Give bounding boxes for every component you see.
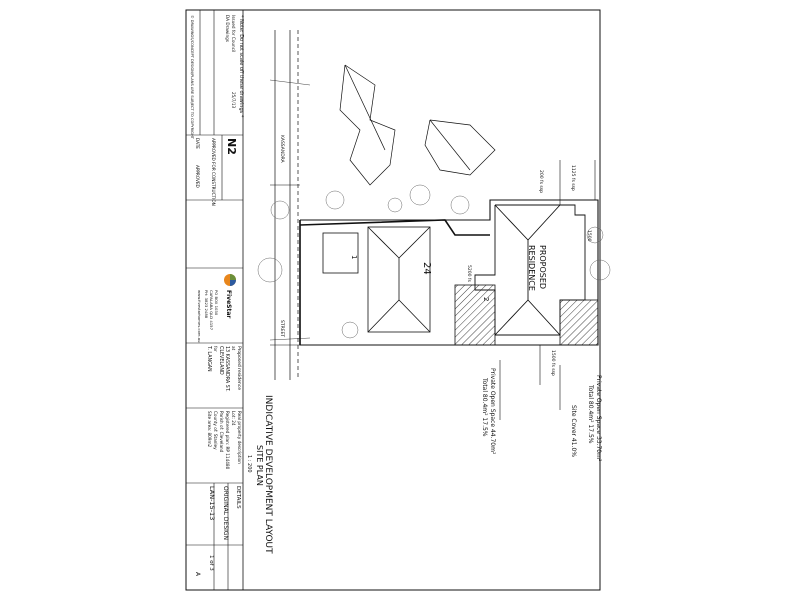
details-heading: DETAILS (235, 486, 241, 509)
setback-1125: 1125 fs ssp (570, 165, 576, 191)
company-address1: PO BOX 1030 (214, 290, 219, 316)
title-block (186, 10, 243, 590)
drawing-scale: 1 : 200 (246, 455, 252, 473)
company-logo (224, 274, 236, 286)
proposed-label: PROPOSED (538, 245, 547, 289)
company-web: www.fivestarhomes.com.au (197, 290, 202, 343)
property-county: County of: Stanley (213, 411, 218, 450)
property-parish: Parish of: Cleveland (219, 411, 224, 453)
client-address: 13 KASSANDRA ST. (224, 346, 230, 392)
section-markers (270, 160, 596, 420)
sheet-border (185, 9, 601, 591)
neighbour-houses (339, 64, 496, 186)
company-phone: PH: 3823 2488 (204, 290, 209, 319)
client-for: for (213, 346, 218, 352)
details-job-no: LAN-15-13 (208, 486, 216, 520)
private-open-space-2-total: Total 80.4m² 17.5% (481, 377, 488, 437)
private-open-space-1: Private Open Space 33.70m² (595, 375, 602, 462)
setback-200: 200 fs ssp (538, 170, 544, 193)
private-open-space-2: Private Open Space 44.70m² (489, 368, 496, 455)
site-cover: Site Cover 41.0% (570, 405, 577, 457)
setback-1500-ssp: 1500 fs ssp (550, 350, 556, 376)
copyright-note: © DRAWINGS/CONCEPT DESIGN/PLANS ARE SUBJ… (190, 15, 194, 140)
details-design: ORIGINAL DESIGN (222, 486, 229, 540)
street-name-2: STREET (279, 320, 285, 337)
street-name: KASSANDRA (279, 135, 285, 164)
private-open-space-hatch-1 (454, 284, 496, 346)
existing-dwelling (322, 226, 431, 333)
private-open-space-hatch-2 (559, 299, 599, 346)
private-open-space-1-total: Total 80.4m² 17.5% (587, 384, 594, 444)
residence-label: RESIDENCE (527, 245, 536, 291)
company-name: FiveStar (225, 290, 232, 318)
property-heading: Real property description (237, 411, 242, 464)
client-owner: T. LANGAN (206, 345, 212, 372)
property-lot: Lot: 24 (231, 411, 236, 426)
drawing-title: INDICATIVE DEVELOPMENT LAYOUT (263, 395, 273, 554)
lot-24-label: 24 (421, 262, 432, 275)
north-label: N2 (225, 138, 238, 155)
approval-label: APPROVED FOR CONSTRUCTION (211, 138, 216, 206)
property-area: Site area: 809m2 (207, 411, 212, 448)
street-boundary (269, 30, 311, 380)
setback-1500: 1500 (586, 230, 592, 242)
revision-b-desc: Issued for Council (231, 15, 236, 52)
lot-1-label: 1 (350, 255, 358, 259)
revision-b-date: 25/7/13 (231, 92, 236, 108)
details-rev: A (194, 572, 201, 577)
drawing-subtitle: SITE PLAN (255, 445, 264, 486)
revision-a-desc: DA Drawings (225, 15, 230, 42)
setback-5200: 5200 fs (466, 265, 472, 282)
client-suburb: CLEVELAND (218, 346, 224, 375)
client-at: at (231, 346, 236, 351)
approval-date: DATE (195, 138, 200, 149)
drawing-note: * Note: Do not scale off these drawings … (238, 15, 244, 118)
client-heading: Proposed residence (236, 346, 242, 390)
details-sheet: 1 of 3 (208, 555, 214, 571)
property-plan: Registered plan: RP 114480 (225, 411, 230, 470)
company-address2: CAPALABA QLD 4157 (209, 290, 214, 331)
approval-approved: APPROVED (195, 165, 200, 188)
vegetation (257, 184, 611, 339)
